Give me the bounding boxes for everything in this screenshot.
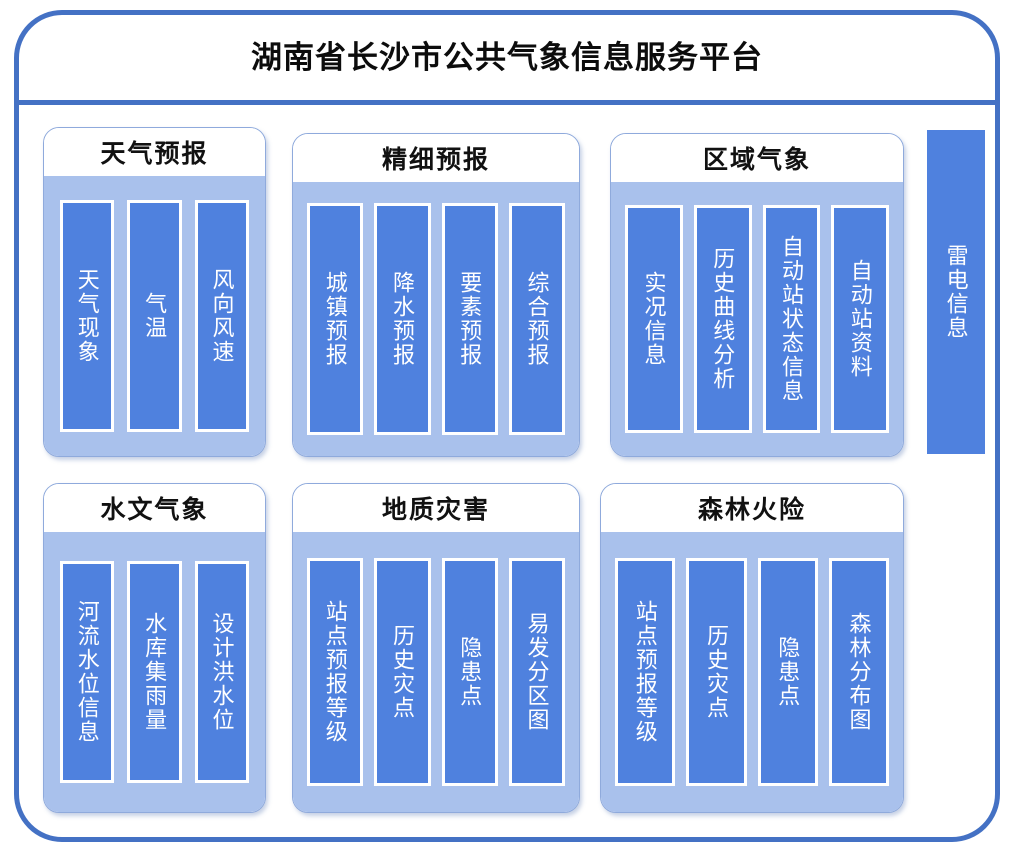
page-title: 湖南省长沙市公共气象信息服务平台 [251, 40, 763, 75]
tile-station-forecast-level-forest[interactable]: 站点预报等级 [615, 558, 676, 786]
panel-title-forest-fire-risk: 森林火险 [697, 496, 806, 524]
tile-label: 降水预报 [390, 271, 415, 367]
panel-header-regional-meteorology: 区域气象 [611, 134, 903, 182]
tile-aws-data[interactable]: 自动站资料 [831, 205, 889, 433]
tile-label: 天气现象 [74, 268, 100, 364]
panel-body-forest-fire-risk: 站点预报等级 历史灾点 隐患点 森林分布图 [601, 532, 903, 812]
tile-temperature[interactable]: 气温 [127, 200, 182, 432]
panel-body-geological-disaster: 站点预报等级 历史灾点 隐患点 易发分区图 [293, 532, 579, 812]
tile-label: 历史灾点 [704, 624, 729, 720]
panel-body-hydrological-meteorology: 河流水位信息 水库集雨量 设计洪水位 [44, 532, 265, 812]
panel-header-forest-fire-risk: 森林火险 [601, 484, 903, 532]
tile-aws-status-information[interactable]: 自动站状态信息 [762, 205, 821, 433]
panel-forest-fire-risk[interactable]: 森林火险 站点预报等级 历史灾点 隐患点 森林分布图 [600, 483, 904, 813]
panel-fine-forecast[interactable]: 精细预报 城镇预报 降水预报 要素预报 综合预报 [292, 133, 580, 457]
tile-label: 历史曲线分析 [710, 247, 736, 391]
tile-live-information[interactable]: 实况信息 [625, 205, 683, 433]
tile-label: 水库集雨量 [142, 612, 168, 732]
tile-design-flood-level[interactable]: 设计洪水位 [194, 561, 249, 783]
tile-forest-distribution-map[interactable]: 森林分布图 [828, 558, 889, 786]
tile-label: 设计洪水位 [209, 612, 235, 732]
panel-header-weather-forecast: 天气预报 [44, 128, 265, 176]
tile-label: 实况信息 [641, 271, 667, 367]
tile-label: 站点预报等级 [632, 600, 658, 744]
tile-label: 河流水位信息 [74, 600, 100, 744]
panel-title-regional-meteorology: 区域气象 [702, 146, 811, 174]
tile-label: 城镇预报 [322, 271, 348, 367]
panel-body-weather-forecast: 天气现象 气温 风向风速 [44, 176, 265, 456]
tile-element-forecast[interactable]: 要素预报 [441, 203, 498, 435]
panel-regional-meteorology[interactable]: 区域气象 实况信息 历史曲线分析 自动站状态信息 自动站资料 [610, 133, 904, 457]
platform-title-bar: 湖南省长沙市公共气象信息服务平台 [14, 10, 1000, 105]
tile-label: 风向风速 [209, 268, 235, 364]
tile-reservoir-rainfall[interactable]: 水库集雨量 [127, 561, 182, 783]
tile-historical-curve-analysis[interactable]: 历史曲线分析 [693, 205, 752, 433]
tile-historical-disaster-points-geo[interactable]: 历史灾点 [374, 558, 431, 786]
tile-label: 历史灾点 [390, 624, 415, 720]
panel-title-hydrological-meteorology: 水文气象 [100, 496, 209, 524]
tile-label: 要素预报 [457, 271, 483, 367]
title-divider [19, 100, 995, 105]
module-lightning-label: 雷电信息 [943, 244, 969, 340]
tile-prone-zoning-map[interactable]: 易发分区图 [508, 558, 565, 786]
tile-river-water-level-info[interactable]: 河流水位信息 [60, 561, 115, 783]
tile-station-forecast-level-geo[interactable]: 站点预报等级 [307, 558, 364, 786]
tile-label: 隐患点 [457, 636, 483, 708]
panel-title-weather-forecast: 天气预报 [100, 140, 209, 168]
panel-header-fine-forecast: 精细预报 [293, 134, 579, 182]
panel-header-geological-disaster: 地质灾害 [293, 484, 579, 532]
tile-hidden-danger-points-geo[interactable]: 隐患点 [441, 558, 498, 786]
tile-wind-direction-speed[interactable]: 风向风速 [194, 200, 249, 432]
panel-title-fine-forecast: 精细预报 [381, 146, 490, 174]
tile-label: 站点预报等级 [322, 600, 348, 744]
tile-label: 隐患点 [775, 636, 801, 708]
panel-title-geological-disaster: 地质灾害 [381, 496, 490, 524]
tile-label: 易发分区图 [524, 612, 550, 732]
tile-hidden-danger-points-forest[interactable]: 隐患点 [757, 558, 818, 786]
tile-historical-disaster-points-forest[interactable]: 历史灾点 [686, 558, 747, 786]
panel-weather-forecast[interactable]: 天气预报 天气现象 气温 风向风速 [43, 127, 266, 457]
tile-label: 气温 [142, 292, 168, 340]
tile-label: 自动站状态信息 [779, 235, 804, 403]
panel-hydrological-meteorology[interactable]: 水文气象 河流水位信息 水库集雨量 设计洪水位 [43, 483, 266, 813]
panel-body-fine-forecast: 城镇预报 降水预报 要素预报 综合预报 [293, 182, 579, 456]
tile-comprehensive-forecast[interactable]: 综合预报 [508, 203, 565, 435]
tile-town-forecast[interactable]: 城镇预报 [307, 203, 364, 435]
panel-geological-disaster[interactable]: 地质灾害 站点预报等级 历史灾点 隐患点 易发分区图 [292, 483, 580, 813]
panel-header-hydrological-meteorology: 水文气象 [44, 484, 265, 532]
tile-label: 森林分布图 [846, 612, 872, 732]
tile-weather-phenomena[interactable]: 天气现象 [60, 200, 115, 432]
module-lightning-information[interactable]: 雷电信息 [927, 130, 985, 454]
tile-label: 自动站资料 [847, 259, 873, 379]
tile-precipitation-forecast[interactable]: 降水预报 [374, 203, 431, 435]
panel-body-regional-meteorology: 实况信息 历史曲线分析 自动站状态信息 自动站资料 [611, 182, 903, 456]
tile-label: 综合预报 [524, 271, 550, 367]
